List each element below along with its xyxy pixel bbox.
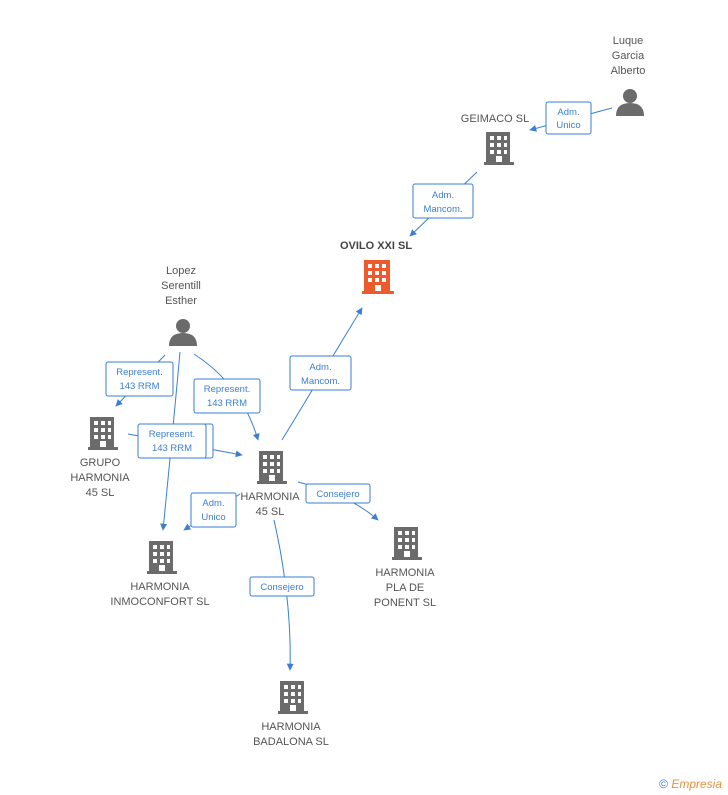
node-label-line: Luque: [613, 35, 644, 47]
edge-label-line: Consejero: [316, 489, 359, 500]
node-luque-garcia-alberto[interactable]: Luque Garcia Alberto: [611, 35, 646, 116]
node-label-line: GEIMACO SL: [461, 113, 529, 125]
node-label-line: 45 SL: [256, 506, 285, 518]
edge-label-line: Represent.: [116, 367, 162, 378]
node-label-line: Alberto: [611, 65, 646, 77]
edge-label-line: Mancom.: [423, 204, 462, 215]
building-icon: [257, 451, 287, 484]
node-label-line: INMOCONFORT SL: [110, 596, 209, 608]
edge-label-h45-inmo: Adm. Unico: [190, 492, 237, 528]
edge-label-lopez-grupo: Represent. 143 RRM: [105, 361, 174, 397]
edge-label-h45-pla: Consejero: [305, 483, 371, 504]
edge-label-line: 143 RRM: [119, 381, 159, 392]
edge-label-line: Adm.: [432, 190, 454, 201]
footer-brand: © Empresia: [659, 777, 722, 791]
node-label-line: PLA DE: [386, 582, 425, 594]
brand-logo: Empresia: [671, 777, 722, 791]
edge-label-grupo-h45: Represent. 143 RRM: [137, 423, 214, 459]
edge-label-line: 143 RRM: [152, 443, 192, 454]
node-label-line: HARMONIA: [375, 567, 435, 579]
copyright-icon: ©: [659, 777, 668, 791]
edge-label-line: Unico: [556, 120, 580, 131]
edge-label-line: Represent.: [204, 384, 250, 395]
node-harmonia-pla-de-ponent[interactable]: HARMONIA PLA DE PONENT SL: [374, 527, 436, 609]
node-lopez-serentill-esther[interactable]: Lopez Serentill Esther: [161, 265, 201, 346]
node-harmonia-45[interactable]: HARMONIA 45 SL: [240, 451, 300, 518]
building-icon: [362, 260, 394, 294]
edge-label-line: Represent.: [149, 429, 195, 440]
edge-label-line: Adm.: [557, 107, 579, 118]
edge-label-h45-badalona: Consejero: [249, 576, 315, 597]
node-label-line: HARMONIA: [130, 581, 190, 593]
edge-label-h45-ovilo: Adm. Mancom.: [289, 355, 352, 391]
person-icon: [169, 319, 197, 346]
building-icon: [88, 417, 118, 450]
edge-label-line: 143 RRM: [207, 398, 247, 409]
node-label-line: HARMONIA: [70, 472, 130, 484]
node-label-line: Garcia: [612, 50, 645, 62]
node-label-line: GRUPO: [80, 457, 121, 469]
edge-label-lopez-h45: Represent. 143 RRM: [193, 378, 261, 414]
edge-label-line: Consejero: [260, 582, 303, 593]
node-label-line: 45 SL: [86, 487, 115, 499]
edges: [115, 107, 613, 671]
edge-line-h45-badalona: [273, 519, 294, 671]
node-label-line: BADALONA SL: [253, 736, 329, 748]
node-label-line: Esther: [165, 295, 197, 307]
node-harmonia-inmoconfort[interactable]: HARMONIA INMOCONFORT SL: [110, 541, 210, 608]
edge-label-geimaco-ovilo: Adm. Mancom.: [412, 183, 474, 219]
building-icon: [147, 541, 177, 574]
node-label-line: OVILO XXI SL: [340, 240, 412, 252]
node-grupo-harmonia-45[interactable]: GRUPO HARMONIA 45 SL: [70, 417, 130, 499]
edge-label-line: Adm.: [309, 362, 331, 373]
edge-label-line: Adm.: [202, 498, 224, 509]
node-label-line: HARMONIA: [261, 721, 321, 733]
node-ovilo-xxi[interactable]: OVILO XXI SL: [340, 240, 412, 294]
node-label-line: Lopez: [166, 265, 196, 277]
node-harmonia-badalona[interactable]: HARMONIA BADALONA SL: [253, 681, 329, 748]
node-geimaco[interactable]: GEIMACO SL: [461, 113, 529, 165]
building-icon: [278, 681, 308, 714]
node-label-line: Serentill: [161, 280, 201, 292]
edge-label-line: Unico: [201, 512, 225, 523]
building-icon: [484, 132, 514, 165]
person-icon: [616, 89, 644, 116]
edge-label-line: Mancom.: [301, 376, 340, 387]
edge-label-luque-geimaco: Adm. Unico: [545, 101, 592, 135]
node-label-line: PONENT SL: [374, 597, 436, 609]
node-label-line: HARMONIA: [240, 491, 300, 503]
building-icon: [392, 527, 422, 560]
